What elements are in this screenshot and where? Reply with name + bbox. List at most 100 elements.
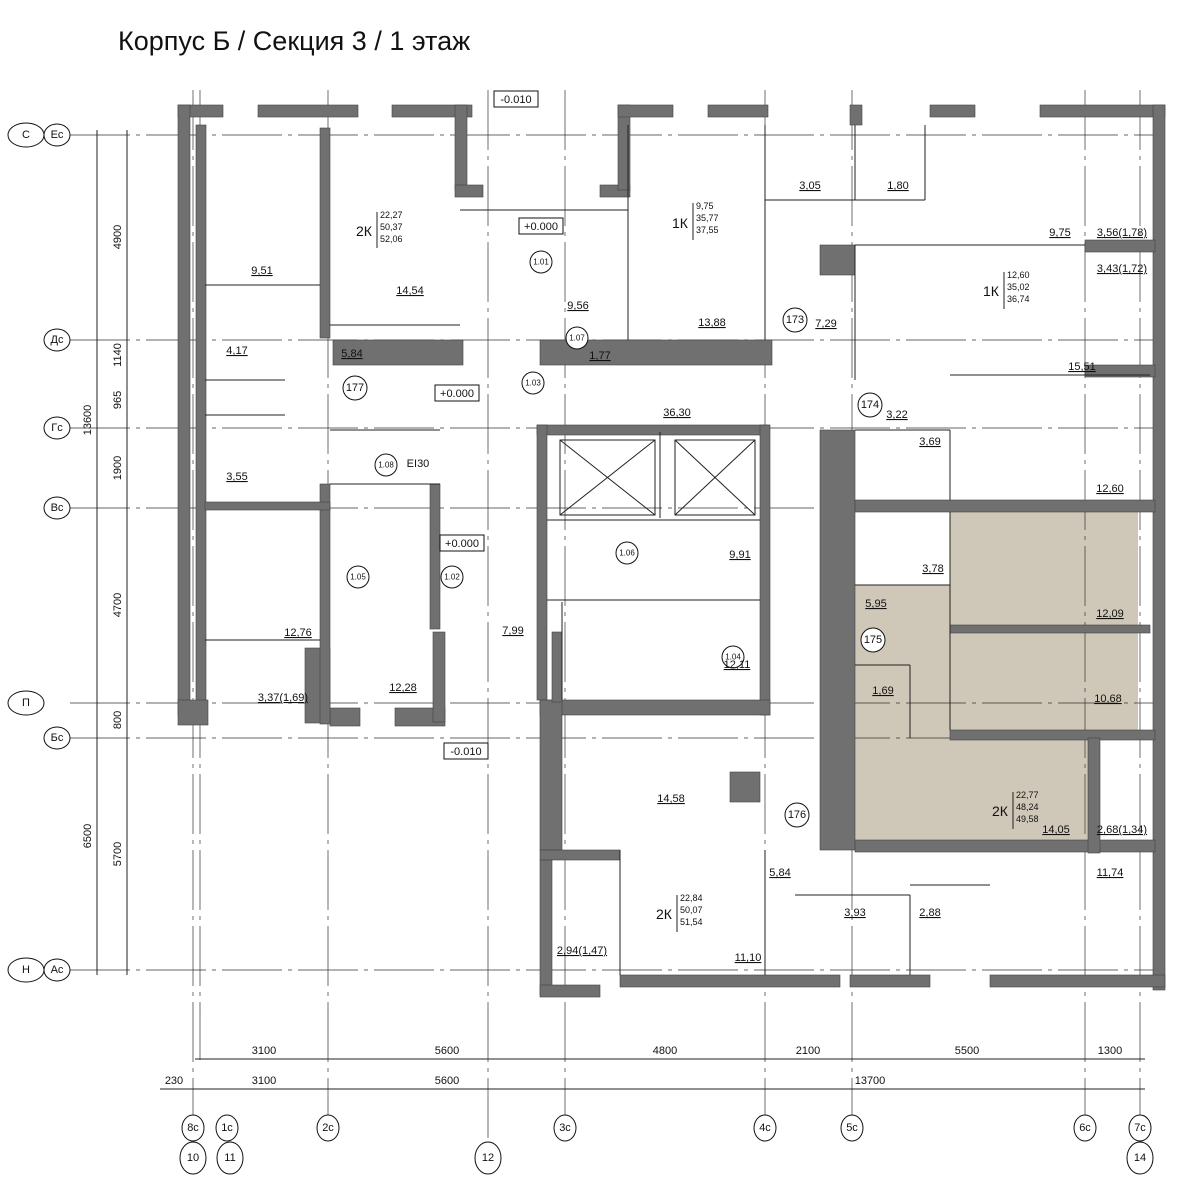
- dim-1300: 1300: [1098, 1045, 1122, 1057]
- room-area-label: 13,88: [698, 317, 726, 329]
- apartment-total: 50,07: [680, 905, 703, 915]
- dim-1900: 1900: [112, 456, 124, 480]
- dim-5700: 5700: [112, 842, 124, 866]
- dim-800: 800: [112, 711, 124, 729]
- level-mark: +0.000: [524, 221, 558, 233]
- level-mark: -0.010: [500, 94, 531, 106]
- room-area-label: 15,51: [1068, 361, 1096, 373]
- marker-1-01: 1.01: [533, 258, 549, 267]
- apartment-2k-highlighted[interactable]: 2К 22,77 48,24 49,58: [992, 790, 1039, 829]
- dim-4900: 4900: [112, 225, 124, 249]
- room-area-label: 5,95: [865, 598, 886, 610]
- apartment-1k-top-middle[interactable]: 1К 9,75 35,77 37,55: [672, 201, 719, 240]
- room-area-label: 14,05: [1042, 824, 1070, 836]
- room-area-label: 3,55: [226, 471, 247, 483]
- room-area-label: 14,58: [657, 793, 685, 805]
- room-markers: 1.01 1.07 1.03 1.08 1.05 1.02 1.06 1.04 …: [342, 250, 886, 828]
- apartment-labels[interactable]: 2К 22,27 50,37 52,06 1К 9,75 35,77 37,55…: [356, 201, 1039, 932]
- axis-4c: 4с: [759, 1122, 771, 1134]
- dim-5500: 5500: [955, 1045, 979, 1057]
- axis-gc: Гс: [51, 422, 63, 434]
- room-area-label: 1,80: [887, 180, 908, 192]
- level-mark: -0.010: [450, 746, 481, 758]
- apartment-living: 22,77: [1016, 790, 1039, 800]
- apartment-2k-top-left[interactable]: 2К 22,27 50,37 52,06: [356, 210, 403, 248]
- room-area-label: 12,60: [1096, 483, 1124, 495]
- room-area-label: 3,05: [799, 180, 820, 192]
- apartment-total-full: 51,54: [680, 917, 703, 927]
- unit-174: 174: [861, 399, 879, 411]
- unit-173: 173: [786, 314, 804, 326]
- dim-965: 965: [112, 391, 124, 409]
- apartment-living: 12,60: [1007, 270, 1030, 280]
- room-area-label: 2,68(1,34): [1097, 824, 1147, 836]
- apartment-type: 1К: [983, 283, 1000, 299]
- marker-1-02: 1.02: [444, 573, 460, 582]
- axis-1c: 1с: [221, 1122, 233, 1134]
- dim-4700: 4700: [112, 593, 124, 617]
- apartment-total: 48,24: [1016, 802, 1039, 812]
- apartment-total-full: 36,74: [1007, 294, 1030, 304]
- axis-ac: Ас: [51, 964, 64, 976]
- axis-2c: 2с: [322, 1122, 334, 1134]
- axis-ec: Ес: [51, 129, 64, 141]
- door-fire-rating: EI30: [407, 458, 430, 470]
- apartment-total-full: 52,06: [380, 234, 403, 244]
- marker-1-05: 1.05: [350, 573, 366, 582]
- axis-11: 11: [224, 1152, 235, 1164]
- highlighted-apartment[interactable]: [855, 512, 1138, 850]
- room-area-label: 12,11: [724, 659, 751, 671]
- axis-7c: 7с: [1134, 1122, 1146, 1134]
- apartment-type: 2К: [656, 906, 673, 922]
- dim-6500: 6500: [82, 824, 94, 848]
- apartment-type: 1К: [672, 215, 689, 231]
- apartment-total: 35,02: [1007, 282, 1030, 292]
- room-area-label: 3,43(1,72): [1097, 263, 1147, 275]
- marker-1-06: 1.06: [619, 549, 635, 558]
- apartment-living: 22,84: [680, 893, 703, 903]
- apartment-total-full: 49,58: [1016, 814, 1039, 824]
- apartment-living: 22,27: [380, 210, 403, 220]
- room-area-label: 4,17: [226, 345, 247, 357]
- room-area-label: 3,78: [922, 563, 943, 575]
- room-area-label: 11,74: [1097, 867, 1124, 879]
- dim-1140: 1140: [112, 343, 124, 367]
- bottom-dimensions: 3100 5600 4800 2100 5500 1300 230 3100 5…: [160, 1045, 1145, 1090]
- room-area-label: 3,69: [919, 436, 940, 448]
- room-area-label: 3,56(1,78): [1097, 227, 1147, 239]
- axis-8c: 8с: [187, 1122, 199, 1134]
- room-area-label: 9,51: [251, 265, 272, 277]
- axis-3c: 3с: [559, 1122, 571, 1134]
- room-area-label: 2,88: [919, 907, 940, 919]
- room-area-label: 9,91: [729, 549, 750, 561]
- axis-outer-n: Н: [22, 964, 30, 976]
- room-area-label: 11,10: [735, 952, 762, 964]
- marker-1-08: 1.08: [378, 461, 394, 470]
- axis-outer-c: С: [22, 129, 30, 141]
- apartment-total: 35,77: [696, 213, 719, 223]
- room-area-label: 5,84: [769, 867, 790, 879]
- walls: [177, 104, 1166, 998]
- apartment-living: 9,75: [696, 201, 714, 211]
- dim-13600: 13600: [82, 405, 94, 436]
- room-area-label: 1,69: [872, 685, 893, 697]
- axis-10: 10: [187, 1152, 199, 1164]
- apartment-2k-bottom[interactable]: 2К 22,84 50,07 51,54: [656, 893, 703, 932]
- apartment-total: 50,37: [380, 222, 403, 232]
- level-mark: +0.000: [445, 538, 479, 550]
- dim-3100: 3100: [252, 1045, 276, 1057]
- level-mark: +0.000: [440, 388, 474, 400]
- marker-1-04: 1.04: [725, 653, 741, 662]
- apartment-1k-top-right[interactable]: 1К 12,60 35,02 36,74: [983, 270, 1030, 309]
- page-title: Корпус Б / Секция 3 / 1 этаж: [118, 26, 471, 56]
- apartment-type: 2К: [356, 223, 373, 239]
- room-area-label: 36,30: [663, 407, 691, 419]
- dim-5600-low: 5600: [435, 1075, 459, 1087]
- unit-176: 176: [788, 809, 806, 821]
- room-area-label: 14,54: [396, 285, 424, 297]
- room-area-label: 9,56: [567, 300, 588, 312]
- apartment-type: 2К: [992, 803, 1009, 819]
- dim-4800: 4800: [653, 1045, 677, 1057]
- axis-6c: 6с: [1079, 1122, 1091, 1134]
- room-area-label: 3,37(1,69): [258, 692, 308, 704]
